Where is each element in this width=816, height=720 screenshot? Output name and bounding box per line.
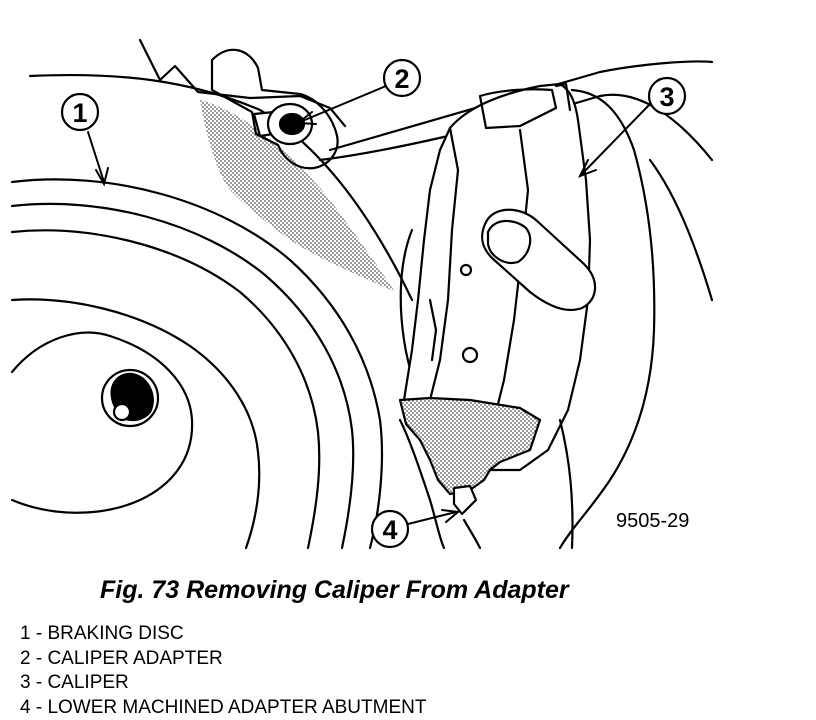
figure-caption: Fig. 73 Removing Caliper From Adapter [100, 576, 569, 605]
legend-list: 1 - BRAKING DISC 2 - CALIPER ADAPTER 3 -… [20, 622, 426, 720]
callout-2-label: 2 [394, 64, 409, 94]
finger-lower-2 [464, 520, 480, 548]
callout-4-arrow [442, 510, 458, 522]
callout-4-label: 4 [382, 515, 397, 545]
finger-lower-3 [560, 420, 573, 548]
brake-illustration: 1 2 3 4 9505-29 [0, 0, 816, 560]
figure-code: 9505-29 [616, 510, 689, 532]
callout-4-leader [408, 512, 456, 524]
abutment-tab [454, 486, 476, 514]
knuckle-edge [650, 160, 712, 300]
callout-2-leader [300, 86, 386, 122]
lower-adapter-abutment [400, 398, 540, 494]
callout-1-leader [88, 132, 104, 182]
callout-3-label: 3 [659, 82, 674, 112]
lug-stud-tip [114, 404, 130, 420]
legend-item: 3 - CALIPER [20, 671, 426, 696]
callout-1-label: 1 [72, 98, 87, 128]
legend-item: 2 - CALIPER ADAPTER [20, 647, 426, 672]
legend-item: 1 - BRAKING DISC [20, 622, 426, 647]
legend-item: 4 - LOWER MACHINED ADAPTER ABUTMENT [20, 696, 426, 720]
braking-disc-ring-3 [12, 230, 319, 548]
hub-boss [12, 333, 192, 513]
